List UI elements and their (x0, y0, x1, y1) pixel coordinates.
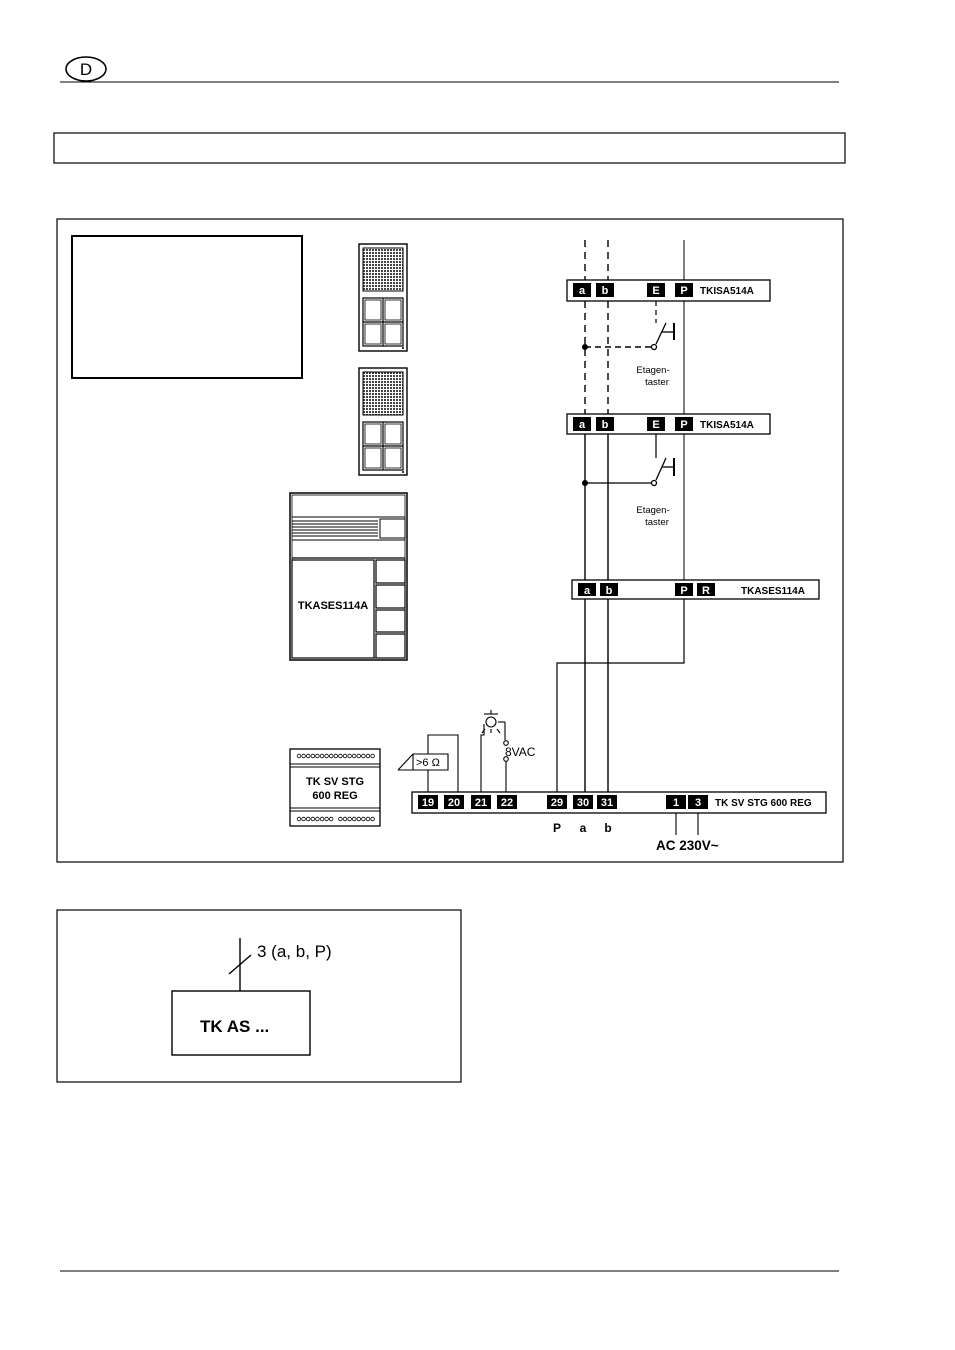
psu-terminal-30: 30 (577, 797, 589, 809)
bottom-label-b: b (604, 821, 611, 835)
legend-cable-label: 3 (a, b, P) (257, 942, 332, 961)
legend-device-label: TK AS ... (200, 1017, 269, 1036)
isa-2-label: TKISA514A (700, 420, 754, 431)
isa-1-terminal-e: E (652, 285, 659, 297)
bus-wiring (556, 240, 685, 792)
junction-dot-2 (582, 480, 588, 486)
psu-terminal-29: 29 (551, 797, 563, 809)
floor-button-1-label-line2: taster (645, 377, 669, 388)
isa-1-label: TKISA514A (700, 286, 754, 297)
accessory-wiring (397, 710, 699, 835)
ases-bar-label: TKASES114A (741, 586, 805, 597)
terminal-bar-ases: a b P R TKASES114A (571, 579, 820, 600)
psu-terminal-1: 1 (673, 797, 679, 809)
psu-terminal-21: 21 (475, 797, 487, 809)
psu-terminal-22: 22 (501, 797, 513, 809)
bottom-label-p: P (553, 821, 561, 835)
psu-terminal-20: 20 (448, 797, 460, 809)
terminal-bar-isa-1: a b E P TKISA514A (566, 279, 771, 302)
ases-terminal-b: b (606, 585, 613, 597)
ases-terminal-r: R (702, 585, 710, 597)
isa-2-terminal-a: a (579, 419, 586, 431)
door-station-device: TKASES114A (289, 492, 408, 661)
indoor-station-2 (358, 367, 408, 476)
psu-device-label-line1: TK SV STG (306, 776, 364, 788)
indoor-station-1 (358, 243, 408, 352)
floor-switch-2 (650, 457, 675, 487)
isa-2-terminal-b: b (602, 419, 609, 431)
resistor-label: >6 Ω (416, 757, 440, 769)
isa-2-terminal-p: P (680, 419, 687, 431)
bottom-label-a: a (580, 821, 587, 835)
info-box (71, 235, 303, 379)
floor-button-2-label-line1: Etagen- (636, 505, 669, 516)
isa-1-terminal-b: b (602, 285, 609, 297)
terminal-bar-psu: 19 20 21 22 29 30 31 1 3 TK SV STG 600 R… (411, 791, 827, 814)
lang-badge: D (80, 60, 92, 79)
isa-2-terminal-e: E (652, 419, 659, 431)
section-title-box (53, 132, 846, 164)
lang-badge-ellipse (65, 56, 107, 82)
psu-terminal-3: 3 (695, 797, 701, 809)
mains-label: AC 230V~ (656, 838, 719, 853)
floor-switch-1 (650, 322, 675, 351)
floor-button-2-label-line2: taster (645, 517, 669, 528)
header: D (60, 56, 839, 83)
ases-terminal-p: P (680, 585, 687, 597)
psu-device: TK SV STG 600 REG (289, 748, 381, 827)
psu-terminal-19: 19 (422, 797, 434, 809)
isa-1-terminal-p: P (680, 285, 687, 297)
isa-1-terminal-a: a (579, 285, 586, 297)
vac-label: 8VAC (505, 745, 536, 759)
legend-frame (56, 909, 462, 1083)
psu-terminal-31: 31 (601, 797, 613, 809)
junction-dot-1 (582, 344, 588, 350)
floor-button-1-label-line1: Etagen- (636, 365, 669, 376)
door-station-device-label: TKASES114A (298, 600, 368, 612)
legend-device-box (171, 990, 311, 1056)
psu-bar-label: TK SV STG 600 REG (715, 798, 812, 809)
terminal-bar-isa-2: a b E P TKISA514A (566, 413, 771, 435)
ases-terminal-a: a (584, 585, 591, 597)
legend: 3 (a, b, P) TK AS ... (56, 909, 462, 1083)
diagram-frame (56, 218, 844, 863)
psu-device-label-line2: 600 REG (312, 790, 357, 802)
